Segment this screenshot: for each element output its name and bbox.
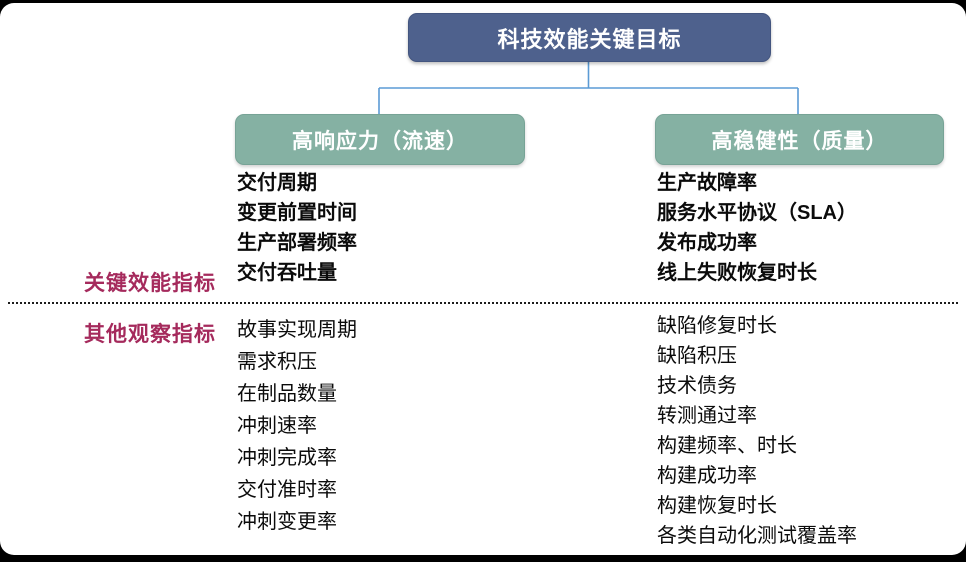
list-item: 冲刺变更率 — [237, 511, 337, 533]
list-item: 构建成功率 — [657, 465, 757, 487]
other-metrics-label: 其他观察指标 — [84, 323, 216, 346]
list-item: 缺陷积压 — [657, 345, 737, 367]
velocity-key-metrics-list: 交付周期 变更前置时间 生产部署频率 交付吞吐量 — [237, 168, 357, 288]
list-item: 交付准时率 — [237, 479, 337, 501]
root-objective-box: 科技效能关键目标 — [408, 13, 771, 62]
list-item: 构建频率、时长 — [657, 435, 797, 457]
list-item: 转测通过率 — [657, 405, 757, 427]
list-item: 冲刺速率 — [237, 415, 317, 437]
list-item: 交付周期 — [237, 172, 317, 194]
dashed-divider — [8, 302, 958, 304]
list-item: 交付吞吐量 — [237, 262, 337, 284]
list-item: 生产故障率 — [657, 172, 757, 194]
list-item: 缺陷修复时长 — [657, 315, 777, 337]
list-item: 需求积压 — [237, 351, 317, 373]
root-objective-title: 科技效能关键目标 — [497, 26, 682, 52]
list-item: 在制品数量 — [237, 383, 337, 405]
list-item: 冲刺完成率 — [237, 447, 337, 469]
velocity-other-metrics-list: 故事实现周期 需求积压 在制品数量 冲刺速率 冲刺完成率 交付准时率 冲刺变更率 — [237, 314, 357, 538]
list-item: 服务水平协议（SLA） — [657, 202, 857, 224]
branch-velocity-title: 高响应力（流速） — [292, 129, 468, 153]
branch-quality-box: 高稳健性（质量） — [655, 114, 944, 165]
list-item: 各类自动化测试覆盖率 — [657, 525, 857, 547]
list-item: 变更前置时间 — [237, 202, 357, 224]
list-item: 技术债务 — [657, 375, 737, 397]
list-item: 线上失败恢复时长 — [657, 262, 817, 284]
list-item: 发布成功率 — [657, 232, 757, 254]
list-item: 构建恢复时长 — [657, 495, 777, 517]
slide-canvas: 科技效能关键目标 高响应力（流速） 高稳健性（质量） 关键效能指标 交付周期 变… — [0, 3, 966, 555]
list-item: 生产部署频率 — [237, 232, 357, 254]
branch-quality-title: 高稳健性（质量） — [711, 129, 888, 153]
quality-other-metrics-list: 缺陷修复时长 缺陷积压 技术债务 转测通过率 构建频率、时长 构建成功率 构建恢… — [657, 311, 857, 551]
branch-velocity-box: 高响应力（流速） — [235, 114, 525, 165]
key-metrics-label: 关键效能指标 — [84, 272, 216, 295]
quality-key-metrics-list: 生产故障率 服务水平协议（SLA） 发布成功率 线上失败恢复时长 — [657, 168, 857, 288]
list-item: 故事实现周期 — [237, 319, 357, 341]
